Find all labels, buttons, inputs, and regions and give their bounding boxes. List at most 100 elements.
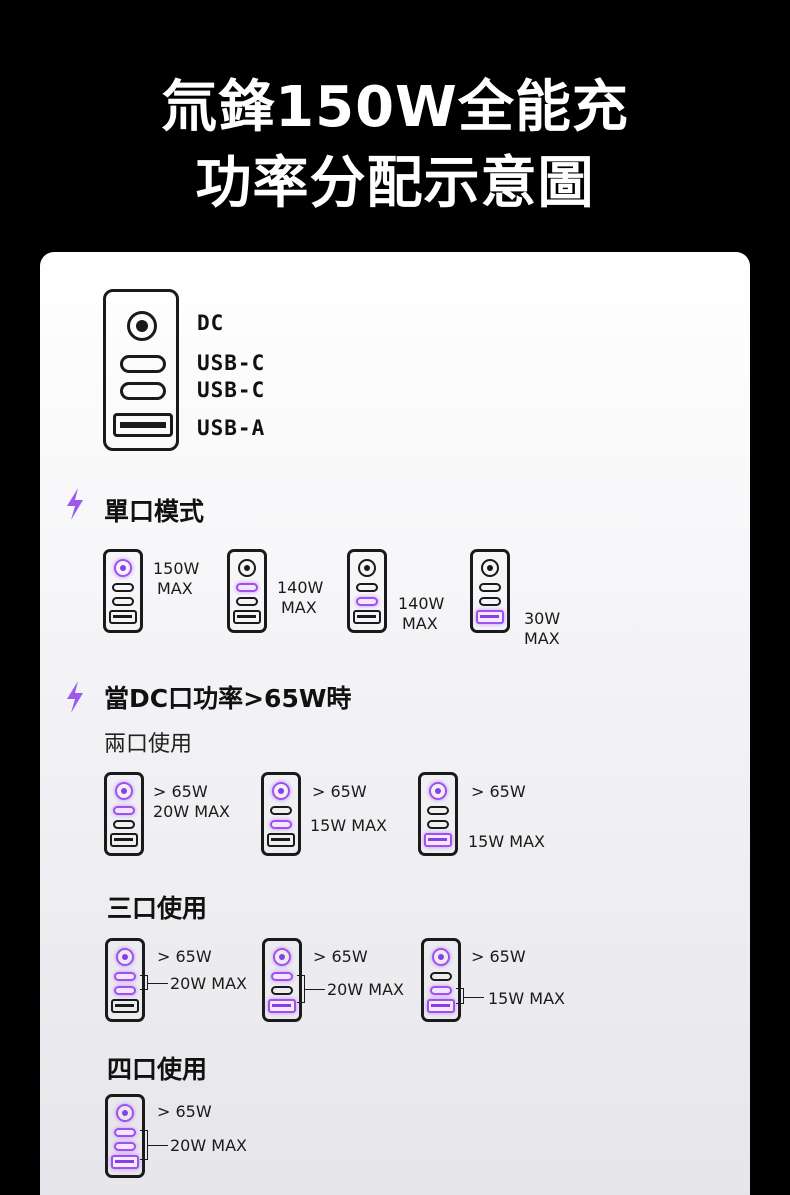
usb-c-port-icon xyxy=(113,820,135,829)
usb-c-port-icon xyxy=(271,972,293,981)
bracket-connector xyxy=(297,975,305,1003)
lightning-bolt-icon xyxy=(67,488,83,520)
content-card xyxy=(40,252,750,1195)
usb-c-port-icon xyxy=(114,1128,136,1137)
three-3-bottom: 15W MAX xyxy=(488,989,565,1008)
device-three-dc-c2-a xyxy=(421,938,461,1022)
two-2-top: > 65W xyxy=(312,782,367,801)
bracket-connector xyxy=(140,975,148,990)
single-mode-title: 單口模式 xyxy=(104,497,205,526)
usb-c-port-icon xyxy=(427,806,449,815)
three-2-bottom: 20W MAX xyxy=(327,980,404,999)
device-two-dc-c2 xyxy=(261,772,301,856)
connector-line xyxy=(148,983,168,984)
three-2-top: > 65W xyxy=(313,947,368,966)
usb-a-port-icon xyxy=(111,1155,139,1169)
usb-c-port-icon xyxy=(114,972,136,981)
two-2-bottom: 15W MAX xyxy=(310,816,387,835)
single-c1-max: MAX xyxy=(281,598,317,617)
dc-port-icon xyxy=(358,559,376,577)
single-dc-max: MAX xyxy=(157,579,193,598)
usb-c-port-icon xyxy=(430,986,452,995)
hero-title-line1: 氚鋒150W全能充 xyxy=(161,75,629,140)
device-single-dc xyxy=(103,549,143,633)
four-port-title: 四口使用 xyxy=(107,1055,208,1084)
usb-a-port-icon xyxy=(476,610,504,624)
device-four-all xyxy=(105,1094,145,1178)
four-1-top: > 65W xyxy=(157,1102,212,1121)
dc-port-icon xyxy=(272,782,290,800)
connector-line xyxy=(464,997,484,998)
usb-a-port-icon xyxy=(113,413,173,437)
usb-a-port-icon xyxy=(109,610,137,624)
single-c1-watt: 140W xyxy=(277,578,324,597)
dc-high-title: 當DC口功率>65W時 xyxy=(104,684,352,713)
dc-port-icon xyxy=(127,311,157,341)
usb-c-port-icon xyxy=(271,986,293,995)
usb-a-port-icon xyxy=(110,833,138,847)
usb-c-port-icon xyxy=(236,597,258,606)
single-a-watt: 30W xyxy=(524,609,561,628)
single-c2-watt: 140W xyxy=(398,594,445,613)
two-port-title: 兩口使用 xyxy=(104,732,193,757)
device-three-dc-c1-c2 xyxy=(105,938,145,1022)
usb-a-port-icon xyxy=(267,833,295,847)
single-dc-watt: 150W xyxy=(153,559,200,578)
dc-port-icon xyxy=(429,782,447,800)
usb-c-port-icon xyxy=(120,355,166,373)
usb-c-port-icon xyxy=(356,583,378,592)
device-two-dc-a xyxy=(418,772,458,856)
two-1-top: > 65W xyxy=(153,782,208,801)
dc-port-icon xyxy=(114,559,132,577)
usb-a-port-icon xyxy=(268,999,296,1013)
usb-c-port-icon xyxy=(479,597,501,606)
usb-c-port-icon xyxy=(270,806,292,815)
device-two-dc-c1 xyxy=(104,772,144,856)
usb-a-port-icon xyxy=(353,610,381,624)
usb-c-port-icon xyxy=(114,986,136,995)
dc-port-icon xyxy=(116,1104,134,1122)
bracket-connector xyxy=(140,1130,148,1160)
usb-c-port-icon xyxy=(236,583,258,592)
usb-a-port-icon xyxy=(427,999,455,1013)
single-a-max: MAX xyxy=(524,629,560,648)
legend-charger-icon xyxy=(103,289,179,451)
two-3-top: > 65W xyxy=(471,782,526,801)
three-3-top: > 65W xyxy=(471,947,526,966)
legend-label-dc: DC xyxy=(197,311,225,335)
legend-label-usbc-1: USB-C xyxy=(197,351,266,375)
usb-c-port-icon xyxy=(430,972,452,981)
usb-a-port-icon xyxy=(424,833,452,847)
usb-c-port-icon xyxy=(427,820,449,829)
usb-c-port-icon xyxy=(479,583,501,592)
device-single-c2 xyxy=(347,549,387,633)
four-1-bottom: 20W MAX xyxy=(170,1136,247,1155)
single-c2-max: MAX xyxy=(402,614,438,633)
three-1-top: > 65W xyxy=(157,947,212,966)
device-single-a xyxy=(470,549,510,633)
usb-c-port-icon xyxy=(113,806,135,815)
usb-c-port-icon xyxy=(120,382,166,400)
dc-port-icon xyxy=(238,559,256,577)
usb-c-port-icon xyxy=(112,583,134,592)
usb-c-port-icon xyxy=(114,1142,136,1151)
usb-a-port-icon xyxy=(233,610,261,624)
usb-c-port-icon xyxy=(112,597,134,606)
device-single-c1 xyxy=(227,549,267,633)
dc-port-icon xyxy=(273,948,291,966)
legend-label-usba: USB-A xyxy=(197,416,266,440)
usb-a-port-icon xyxy=(111,999,139,1013)
lightning-bolt-icon xyxy=(67,681,83,713)
connector-line xyxy=(148,1145,168,1146)
three-1-bottom: 20W MAX xyxy=(170,974,247,993)
three-port-title: 三口使用 xyxy=(107,894,208,923)
dc-port-icon xyxy=(116,948,134,966)
dc-port-icon xyxy=(115,782,133,800)
legend-label-usbc-2: USB-C xyxy=(197,378,266,402)
connector-line xyxy=(305,989,325,990)
two-1-bottom: 20W MAX xyxy=(153,802,230,821)
hero-banner: 氚鋒150W全能充 功率分配示意圖 xyxy=(0,0,790,252)
dc-port-icon xyxy=(481,559,499,577)
two-3-bottom: 15W MAX xyxy=(468,832,545,851)
hero-title-line2: 功率分配示意圖 xyxy=(195,151,595,216)
